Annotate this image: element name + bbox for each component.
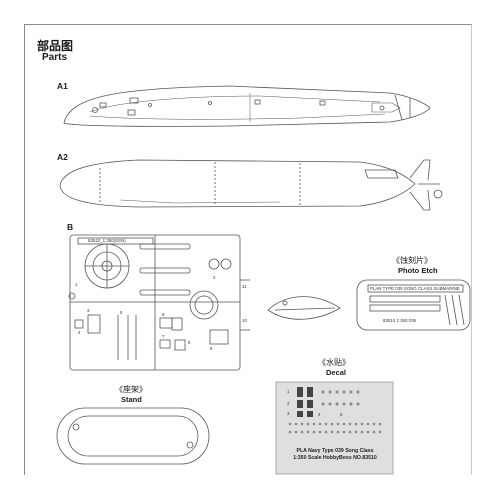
sprue-num-2: 2 — [213, 275, 216, 280]
decal-num-3: 3 — [287, 411, 290, 416]
sprue-b — [68, 234, 250, 371]
decal-num-4: 4 — [318, 412, 321, 417]
sprue-num-8: 8 — [188, 340, 191, 345]
stand-title-cn: 《座架》 — [115, 385, 147, 394]
photo-etch-title-en: Photo Etch — [398, 266, 438, 275]
hull-part-a1 — [63, 85, 431, 127]
sprue-num-1: 1 — [75, 282, 78, 287]
part-a1-label: A1 — [57, 81, 68, 91]
sprue-num-3: 3 — [87, 308, 90, 313]
decal-sheet — [275, 381, 394, 475]
decal-num-5: 5 — [340, 412, 343, 417]
decal-title-cn: 《水贴》 — [318, 358, 350, 367]
photo-etch-code: 83510 1:350 039 — [383, 318, 416, 323]
sprue-num-4: 4 — [78, 330, 81, 335]
sprue-num-10: 10 — [242, 318, 247, 323]
hull-part-a2 — [59, 159, 443, 211]
decal-num-2: 2 — [287, 401, 290, 406]
photo-etch-title-cn: 《蚀刻片》 — [392, 256, 432, 265]
photo-etch-plate — [356, 279, 471, 331]
sprue-num-5: 5 — [120, 310, 123, 315]
decal-caption-line1: PLA Navy Type 039 Song Class — [296, 448, 374, 454]
sprue-num-11: 11 — [242, 284, 247, 289]
part-b-label: B — [67, 222, 74, 232]
decal-caption-line2: 1:350 Scale HobbyBoss NO.83510 — [293, 455, 377, 461]
sprue-num-9: 9 — [210, 346, 213, 351]
sprue-num-7: 7 — [162, 334, 165, 339]
decal-num-1: 1 — [287, 389, 290, 394]
photo-etch-plate-text: PLAN TYPE 039 SONG CLASS SUBMARINE — [370, 286, 460, 291]
sail-part — [267, 296, 341, 320]
page-title-cn: 部品图 — [37, 39, 74, 53]
page-title-en: Parts — [42, 52, 68, 63]
page-frame — [24, 24, 472, 475]
decal-title-en: Decal — [326, 368, 347, 377]
stand-part — [56, 407, 210, 465]
part-a2-label: A2 — [57, 152, 68, 162]
sprue-b-code: 83510_1:350(SSN) — [88, 238, 126, 243]
sprue-num-6: 6 — [162, 312, 165, 317]
stand-title-en: Stand — [121, 395, 142, 404]
